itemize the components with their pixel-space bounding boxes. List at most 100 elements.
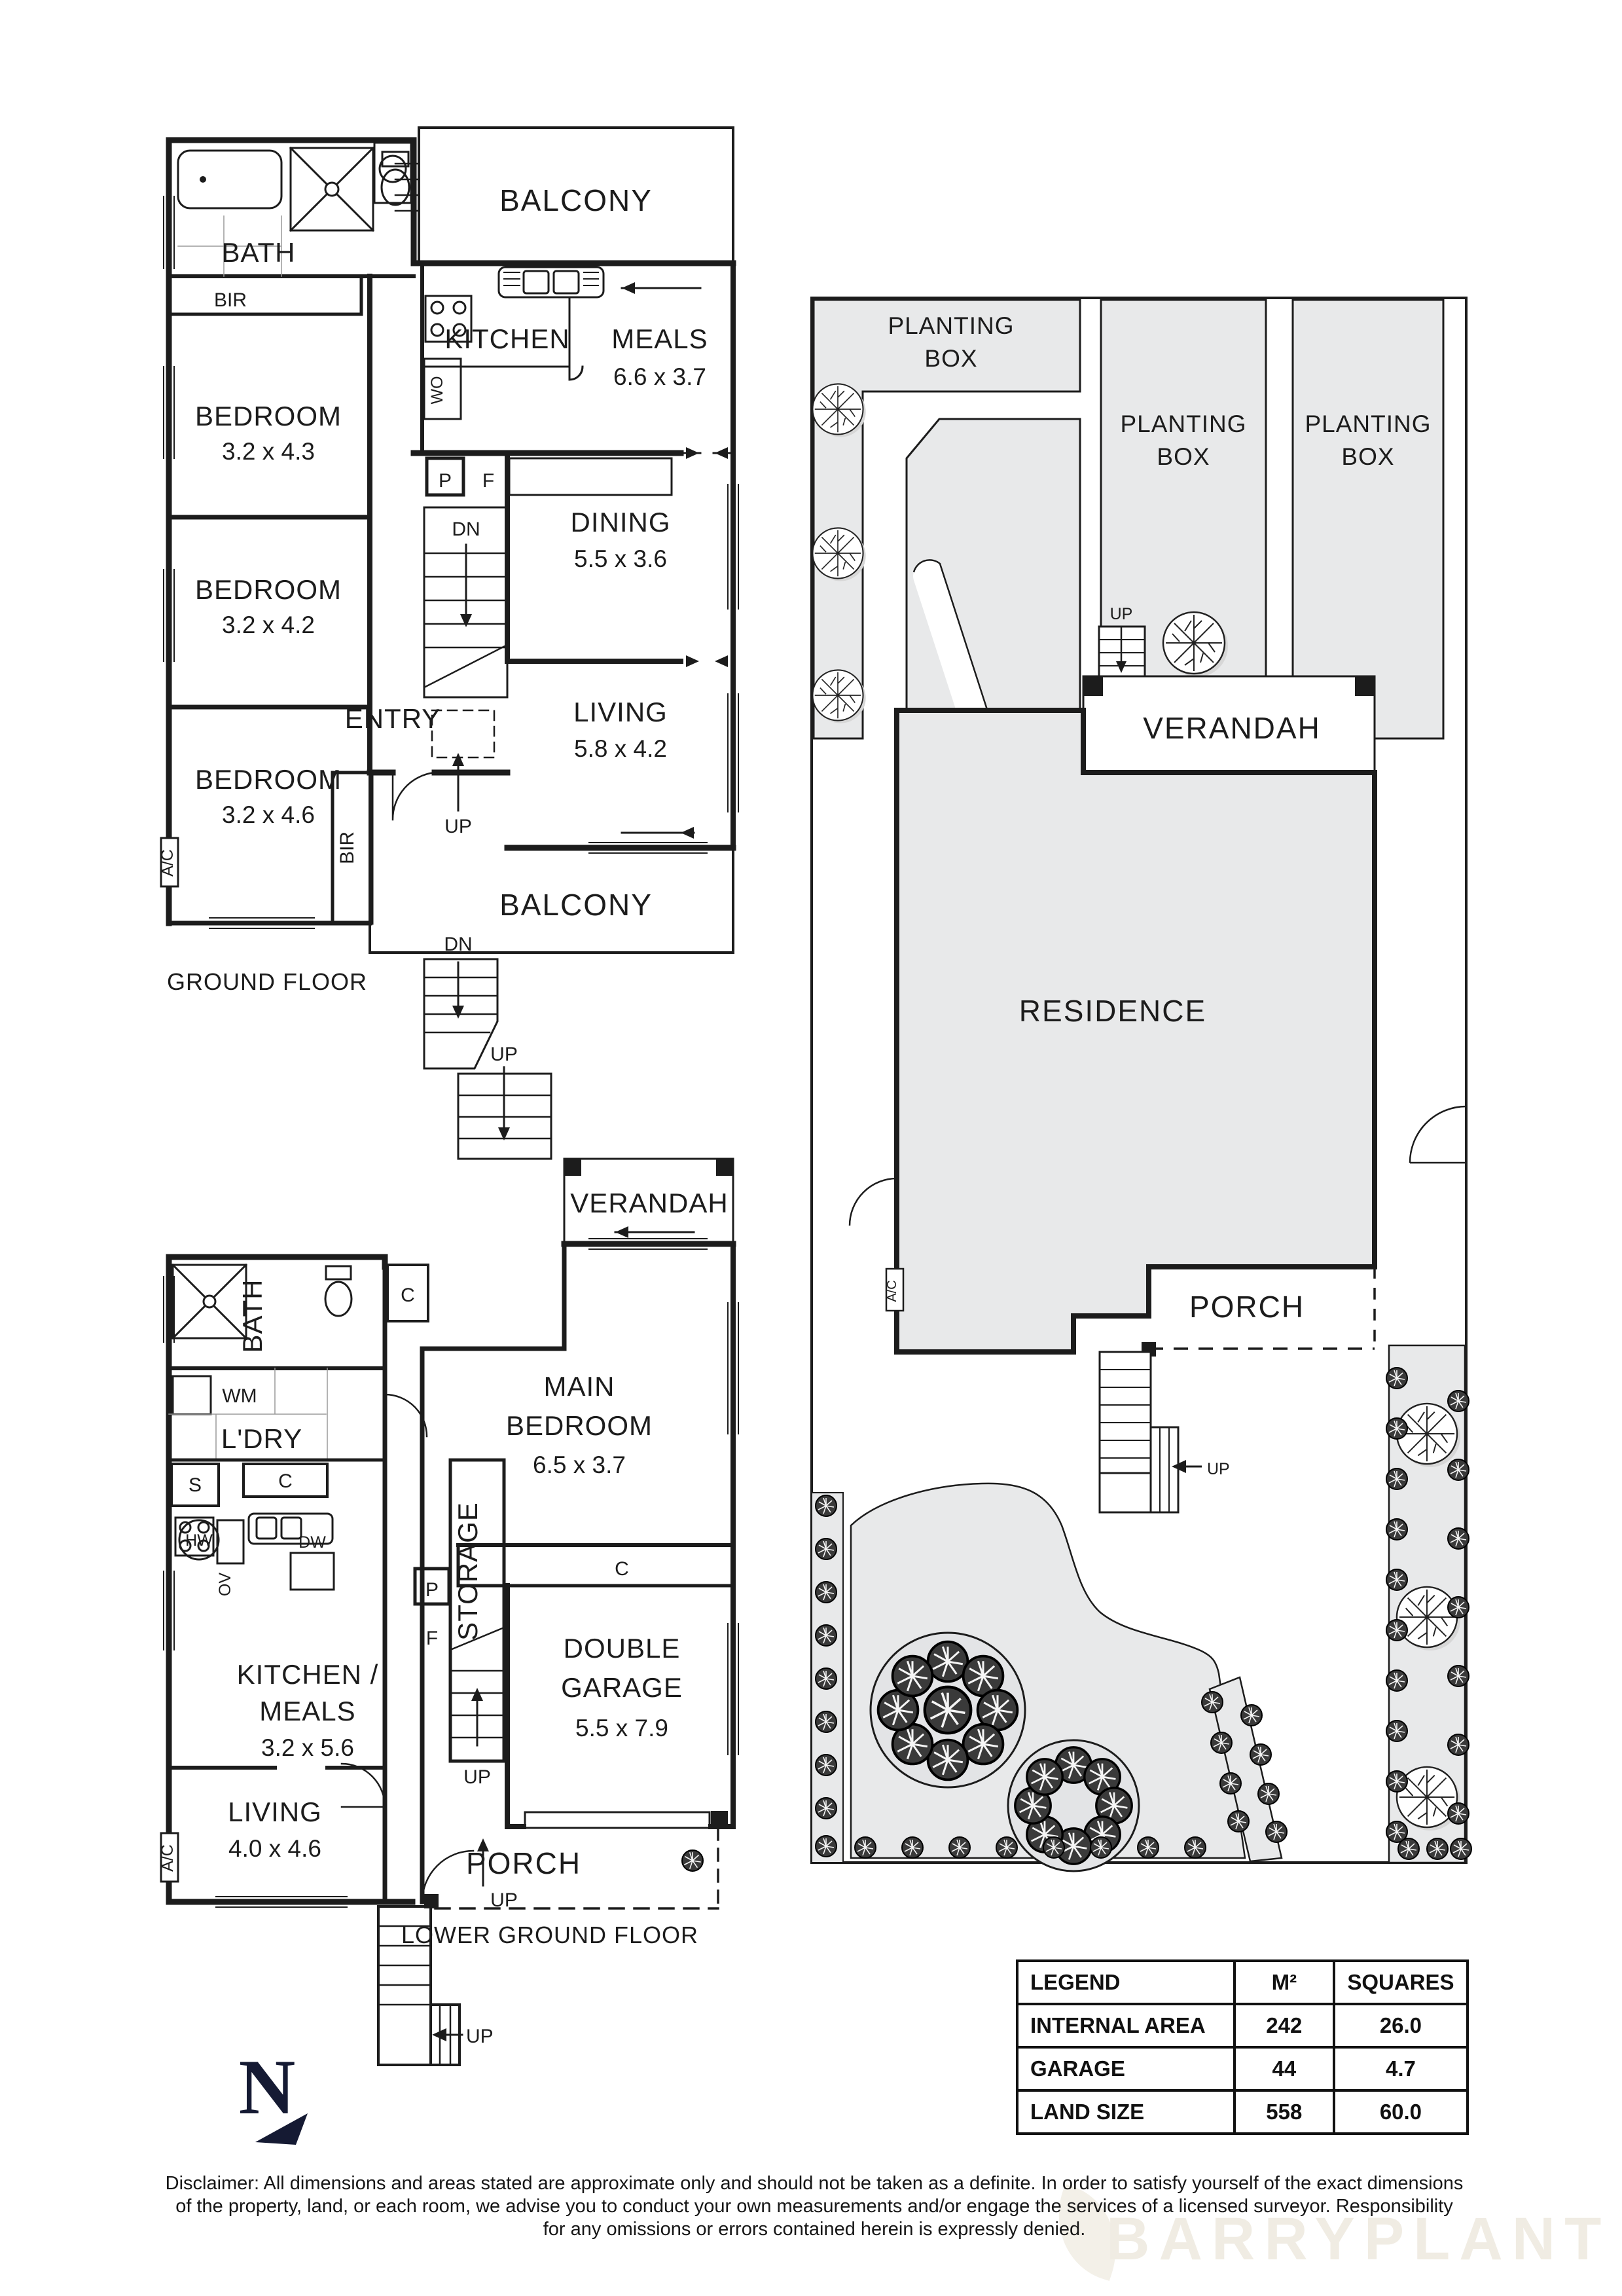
gf-entry-door — [391, 771, 436, 821]
gf-dining-label: DINING — [571, 507, 671, 538]
gf-balcony-bottom-label: BALCONY — [499, 888, 653, 922]
lgf-bed-window-top — [588, 1238, 708, 1250]
garden-slant-strip — [1208, 1676, 1283, 1863]
legend-header-legend: LEGEND — [1016, 1959, 1236, 2005]
gf-bath-label: BATH — [222, 237, 296, 268]
bathtub-drain — [200, 176, 206, 183]
lgf-up4-label: UP — [466, 2026, 494, 2047]
lgf-c3-label: C — [615, 1558, 629, 1580]
gf-balcony-top-label: BALCONY — [499, 183, 653, 217]
legend-landsize-squares: 60.0 — [1332, 2089, 1469, 2135]
lgf-ov-label: OV — [216, 1573, 234, 1596]
lgf-living-door — [340, 1762, 386, 1808]
lgf-ac-label: A/C — [158, 1844, 177, 1872]
gf-opening-arrows — [686, 447, 728, 459]
site-up1-label: UP — [1110, 605, 1133, 623]
legend-landsize-m2: 558 — [1233, 2089, 1335, 2135]
site-entry-stair: UP — [1098, 605, 1146, 680]
gf-bir2-box — [331, 771, 374, 925]
north-pointer — [255, 2113, 308, 2145]
lgf-shower-icon — [171, 1263, 248, 1340]
residence-outline — [894, 708, 1377, 1355]
gf-ac-unit — [160, 837, 179, 888]
lgf-c2-label: C — [278, 1470, 293, 1492]
lgf-kitchen-l2: MEALS — [259, 1696, 355, 1726]
rear-garden — [811, 1482, 1288, 1872]
legend-garage-squares: 4.7 — [1332, 2046, 1469, 2092]
gf-ac-label: A/C — [158, 849, 177, 877]
gf-dl-arrows — [686, 655, 728, 667]
gf-bed1-label: BEDROOM — [195, 401, 342, 431]
lgf-garage-post — [711, 1811, 728, 1828]
lgf-wm-label: WM — [222, 1385, 257, 1407]
gf-bed3-dims: 3.2 x 4.6 — [222, 801, 315, 828]
legend-header-squares: SQUARES — [1332, 1959, 1469, 2005]
gf-bed3-label: BEDROOM — [195, 764, 342, 795]
lgf-bw-arrowhead — [615, 1226, 628, 1238]
gf-wc-nook — [373, 141, 412, 204]
site-ac-unit — [885, 1267, 905, 1312]
lgf-ac-unit — [160, 1832, 179, 1883]
gf-meals-arrowhead — [622, 282, 635, 294]
pb2-l2: BOX — [1157, 443, 1210, 470]
gf-living-dims: 5.8 x 4.2 — [574, 735, 667, 762]
watermark: BARRYPLANT — [1106, 2206, 1611, 2272]
gf-entry-label: ENTRY — [345, 703, 441, 734]
gf-stair-dn: DN — [423, 506, 509, 759]
pb1-l1: PLANTING — [888, 312, 1014, 339]
gf-bir-label: BIR — [214, 289, 247, 311]
gf-wo-box — [423, 357, 462, 420]
lgf-kitchen-window — [163, 1571, 175, 1650]
legend-row-garage: GARAGE 44 4.7 — [1016, 2046, 1469, 2092]
toilet-icon — [380, 151, 410, 206]
gf-living-window — [727, 693, 739, 812]
gf-dn-label: DN — [452, 519, 480, 540]
lgf-ldry-label: L'DRY — [221, 1423, 302, 1454]
gf-pantry-label: P — [439, 470, 452, 492]
legend-table: LEGEND M² SQUARES INTERNAL AREA 242 26.0… — [1016, 1959, 1469, 2135]
lgf-ldry-door — [384, 1393, 428, 1438]
pb1-l2: BOX — [924, 345, 977, 372]
gf-bed3-window — [209, 917, 315, 929]
lgf-garage-window — [727, 1623, 739, 1755]
lgf-porch-label: PORCH — [466, 1846, 581, 1880]
shower-icon — [289, 146, 375, 232]
site-verandah-label: VERANDAH — [1143, 711, 1321, 745]
gf-dining-window — [727, 484, 739, 610]
gf-fridge-label: F — [482, 470, 494, 492]
lgf-living-window — [215, 1896, 348, 1908]
gf-bed1-window — [163, 366, 175, 459]
kitchen-bench — [424, 297, 584, 381]
lgf-entry-door — [421, 1850, 475, 1903]
site-west-door — [848, 1177, 898, 1226]
gf-meals-label: MEALS — [611, 323, 708, 354]
lgf-living-dims: 4.0 x 4.6 — [228, 1835, 321, 1862]
lgf-c1-label: C — [401, 1285, 415, 1306]
lgf-mainbed-window — [727, 1302, 739, 1434]
legend-row-landsize: LAND SIZE 558 60.0 — [1016, 2089, 1469, 2135]
legend-internal-m2: 242 — [1233, 2003, 1335, 2049]
legend-landsize-label: LAND SIZE — [1016, 2089, 1236, 2135]
lgf-caption: LOWER GROUND FLOOR — [401, 1922, 698, 1948]
lgf-kitchen-dims: 3.2 x 5.6 — [261, 1734, 354, 1761]
lgf-kitchen-fixtures — [174, 1512, 335, 1591]
gf-fridge-space — [508, 457, 673, 496]
site-rear-stair: UP — [1098, 1351, 1230, 1514]
legend-internal-label: INTERNAL AREA — [1016, 2003, 1236, 2049]
gf-bir-wall — [167, 274, 363, 316]
legend-garage-m2: 44 — [1233, 2046, 1335, 2092]
gf-bath-window — [163, 196, 175, 269]
site-up2-label: UP — [1207, 1460, 1230, 1478]
gf-wo-label: WO — [428, 376, 446, 404]
gf-bir2-label: BIR — [336, 831, 358, 864]
lgf-kitchen-l1: KITCHEN / — [237, 1659, 379, 1690]
lgf-porch-post — [424, 1894, 439, 1908]
lgf-trough-box — [170, 1463, 220, 1507]
legend-header-m2: M² — [1233, 1959, 1335, 2005]
north-label: N — [239, 2043, 296, 2130]
lgf-verandah-post2 — [716, 1159, 733, 1176]
lgf-garage-l2: GARAGE — [561, 1672, 683, 1703]
disclaimer-line1: Disclaimer: All dimensions and areas sta… — [165, 2173, 1464, 2194]
gf-up-arrowhead — [452, 753, 464, 766]
